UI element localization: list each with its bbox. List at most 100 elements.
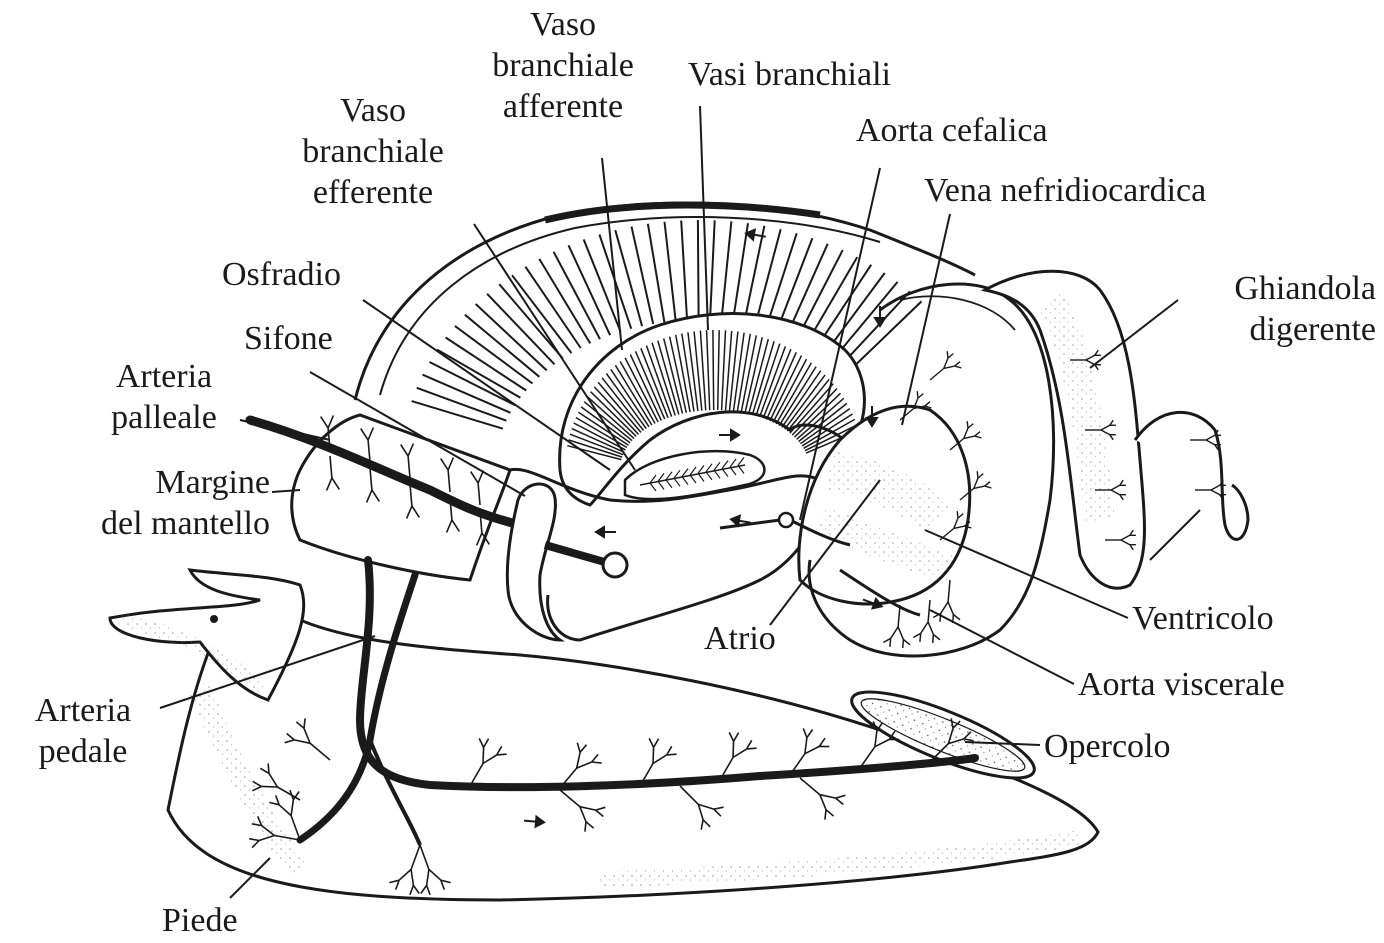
kidney-vessel	[977, 471, 978, 478]
mantle-vessel	[733, 223, 748, 322]
mantle-vessel	[615, 230, 642, 326]
siphon	[507, 484, 560, 640]
mantle-vessel	[826, 273, 885, 352]
mantle-vessel	[665, 222, 676, 321]
kidney-vessel	[975, 432, 980, 436]
visceral-vessel	[928, 622, 933, 635]
visceral-vessel	[891, 627, 898, 639]
kidney-vessel	[944, 366, 955, 368]
flow-arrow	[719, 430, 739, 440]
mantle-vessel	[455, 326, 533, 384]
pedal-vessel	[261, 786, 277, 787]
pedal-vessel	[304, 718, 305, 728]
mantle-vessel	[698, 220, 699, 320]
kidney-vessel	[964, 436, 975, 438]
pedal-vessel	[268, 763, 269, 773]
kidney-vessel	[918, 394, 923, 399]
pedal-vessel	[733, 741, 734, 757]
flow-arrow-head	[596, 527, 616, 537]
pedal-vessel	[592, 762, 602, 763]
flow-arrow-head	[719, 430, 739, 440]
label-sifone: Sifone	[244, 318, 333, 359]
label-ventricolo: Ventricolo	[1132, 598, 1274, 639]
kidney-vessel	[968, 424, 973, 429]
mantle-vessel	[835, 282, 898, 357]
label-vaso-branchiale-afferente: Vaso branchiale afferente	[468, 4, 658, 127]
mantle-vessel	[721, 221, 731, 320]
visceral-vessel	[941, 602, 948, 614]
kidney-vessel	[948, 354, 953, 359]
flow-arrow	[596, 527, 616, 537]
visceral-vessel	[890, 638, 891, 646]
mantle-vessel-branch	[321, 417, 328, 429]
label-piede: Piede	[162, 900, 238, 941]
visceral-vessel	[948, 580, 950, 602]
gill-lamella	[713, 330, 714, 410]
pedal-vessel	[653, 747, 654, 763]
pedal-vessel	[483, 747, 484, 763]
leader-line	[240, 420, 330, 440]
kidney-vessel	[975, 436, 982, 438]
pedal-vessel	[825, 810, 826, 820]
mantle-vessel	[744, 226, 764, 324]
apex-coil	[1135, 412, 1248, 539]
label-arteria-pedale: Arteria pedale	[14, 690, 152, 772]
mantle-vessel	[499, 284, 563, 358]
visceral-vessel	[903, 640, 904, 648]
mantle-vessel	[465, 315, 539, 377]
kidney-vessel	[930, 368, 944, 380]
mantle-vessel	[755, 229, 781, 325]
kidney-vessel	[964, 428, 968, 438]
mantle-vessel	[681, 221, 687, 321]
pedal-vessel	[667, 754, 677, 755]
kidney-vessel	[974, 478, 978, 488]
kidney-vessel	[957, 511, 958, 518]
label-vena-nefridiocardica: Vena nefridiocardica	[924, 170, 1206, 211]
kidney-vessel	[978, 474, 983, 479]
visceral-vessel	[953, 615, 960, 620]
kidney-vessel	[955, 362, 960, 366]
label-osfradio: Osfradio	[222, 254, 341, 295]
label-opercolo: Opercolo	[1044, 726, 1171, 767]
kidney-vessel	[947, 351, 948, 358]
pedal-vessel	[497, 754, 507, 755]
leader-line	[474, 224, 635, 470]
kidney-vessel	[944, 358, 948, 368]
kidney-vessel	[955, 366, 962, 368]
mantle-vessel	[512, 275, 572, 353]
gland-vessel	[1211, 490, 1220, 495]
mantle-vessel	[437, 350, 520, 398]
label-atrio: Atrio	[704, 618, 776, 659]
label-margine-del-mantello: Margine del mantello	[38, 462, 270, 544]
mantle-vessel	[487, 294, 554, 365]
label-vasi-branchiali: Vasi branchiali	[688, 54, 891, 95]
kidney-vessel	[974, 486, 985, 488]
visceral-vessel	[933, 635, 934, 643]
label-aorta-cefalica: Aorta cefalica	[856, 110, 1048, 151]
mantle-vessel	[766, 233, 797, 328]
label-arteria-palleale: Arteria palleale	[90, 356, 238, 438]
mantle-vessel	[843, 291, 910, 362]
mantle-vessel	[476, 304, 547, 370]
mantle-vessel	[525, 267, 580, 348]
mantle-vessel	[851, 301, 921, 369]
gland-vessel	[1211, 485, 1220, 490]
visceral-vessel	[920, 633, 921, 641]
leader-line	[930, 610, 1074, 684]
mantle-vessel	[710, 220, 715, 320]
visceral-vessel	[898, 605, 900, 627]
mantle-vessel-branch	[328, 416, 333, 429]
kidney-vessel	[985, 486, 992, 488]
label-aorta-viscerale: Aorta viscerale	[1078, 664, 1285, 705]
kidney-vessel	[967, 421, 968, 428]
kidney-vessel	[985, 482, 990, 486]
visceral-vessel	[921, 622, 928, 634]
visceral-vessel	[948, 602, 953, 615]
visceral-vessel	[883, 638, 890, 642]
label-vaso-branchiale-efferente: Vaso branchiale efferente	[275, 90, 471, 213]
label-ghiandola-digerente: Ghiandola digerente	[1168, 268, 1376, 350]
visceral-vessel	[898, 627, 903, 640]
kidney-vessel	[925, 402, 930, 406]
visceral-vessel	[933, 635, 940, 640]
